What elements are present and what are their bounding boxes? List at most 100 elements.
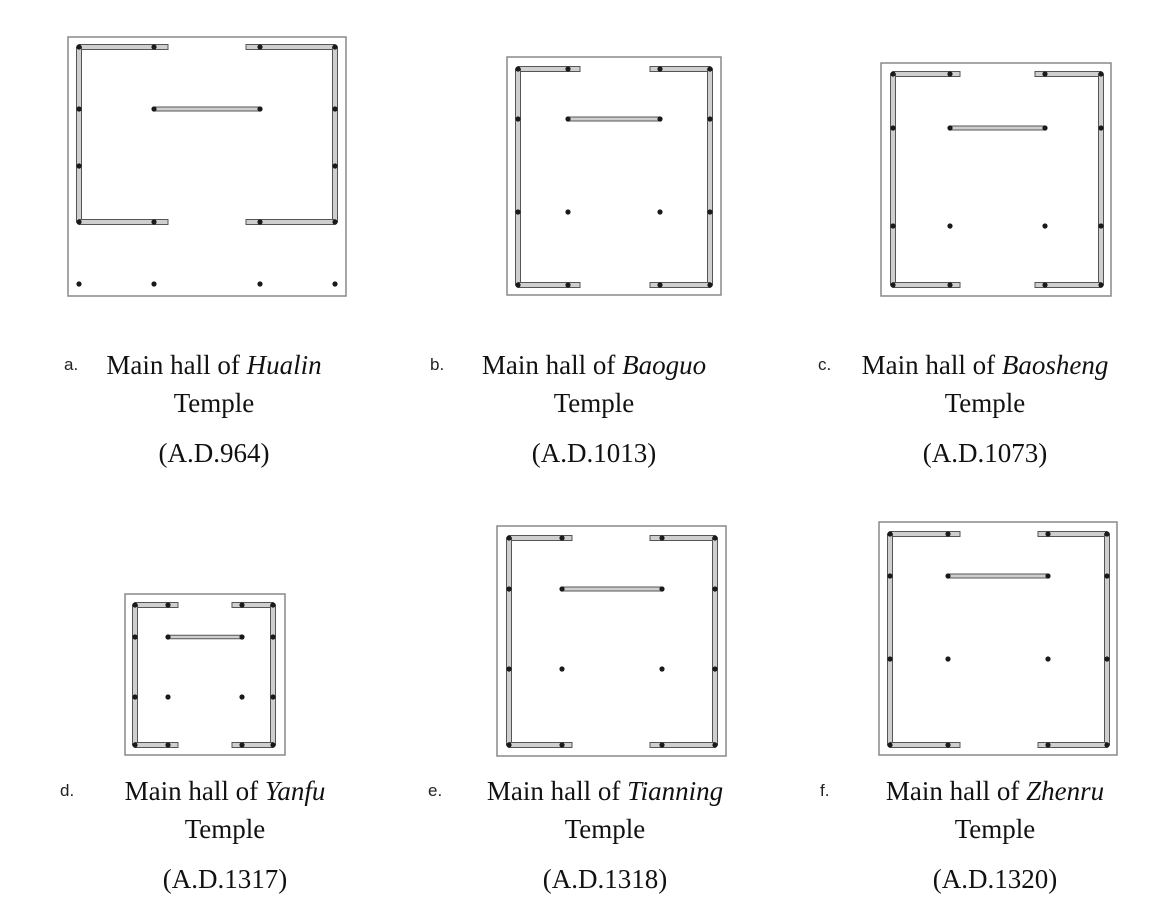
wall-d [134,742,179,748]
column-e [659,535,665,541]
column-f [1045,573,1051,579]
caption-prefix-d: Main hall of [124,776,265,806]
column-e [659,586,665,592]
column-d [165,742,171,748]
column-a [257,219,263,225]
plan-frame-b [506,56,722,296]
column-e [506,535,512,541]
temple-name-a: Hualin [246,350,322,380]
caption-suffix-b: Temple [553,388,635,418]
column-c [1042,125,1048,131]
column-a [257,281,263,287]
column-e [712,586,718,592]
temple-name-b: Baoguo [622,350,707,380]
wall-e [506,537,512,746]
column-a [332,44,338,50]
column-a [151,281,157,287]
caption-title-a: Main hall of Hualin [69,346,359,384]
column-d [132,742,138,748]
wall-d [270,604,276,746]
wall-f [1104,533,1110,746]
column-d [270,742,276,748]
column-c [947,125,953,131]
column-c [890,125,896,131]
column-f [945,573,951,579]
column-c [947,71,953,77]
plan-frame-e [496,525,727,757]
column-f [1045,656,1051,662]
wall-d [231,602,274,608]
column-c [890,223,896,229]
column-b [657,209,663,215]
caption-title-e: Main hall of Tianning [460,772,750,810]
column-f [1045,531,1051,537]
column-b [565,116,571,122]
column-d [165,602,171,608]
column-d [165,634,171,640]
column-c [1098,71,1104,77]
caption-prefix-f: Main hall of [885,776,1027,806]
wall-e [712,537,718,746]
wall-a [153,106,261,112]
temple-name-c: Baosheng [1001,350,1109,380]
plan-frame-a [67,36,347,297]
caption-prefix-b: Main hall of [481,350,623,380]
caption-title-d: Main hall of Yanfu [80,772,370,810]
caption-letter-c: c. [818,355,832,374]
column-f [1104,531,1110,537]
column-d [270,694,276,700]
column-a [332,163,338,169]
column-d [132,694,138,700]
column-f [887,573,893,579]
wall-c [949,125,1046,131]
wall-e [561,586,663,592]
caption-prefix-e: Main hall of [486,776,628,806]
caption-date-c: (A.D.1073) [922,438,1048,468]
caption-letter-a: a. [64,355,79,374]
wall-f [947,573,1049,579]
temple-name-d: Yanfu [264,776,326,806]
column-dots [76,44,1110,748]
column-d [165,694,171,700]
column-d [239,694,245,700]
caption-date-a: (A.D.964) [158,438,270,468]
wall-d [134,602,179,608]
column-e [659,742,665,748]
column-f [1045,742,1051,748]
caption-date-b: (A.D.1013) [531,438,657,468]
caption-b: b. Main hall of Baoguo Temple (A.D.1013) [430,346,740,472]
column-c [890,71,896,77]
caption-suffix-c: Temple [944,388,1026,418]
caption-letter-f: f. [820,781,830,800]
column-a [151,44,157,50]
temple-name-f: Zhenru [1026,776,1105,806]
wall-b [517,282,581,288]
column-f [887,531,893,537]
column-a [76,281,82,287]
column-a [332,281,338,287]
caption-f: f. Main hall of Zhenru Temple (A.D.1320) [820,772,1140,898]
column-b [657,282,663,288]
column-b [657,66,663,72]
column-b [707,66,713,72]
caption-letter-e: e. [428,781,443,800]
column-d [270,602,276,608]
column-a [332,219,338,225]
column-b [707,209,713,215]
column-a [332,106,338,112]
column-f [945,531,951,537]
plan-frame-f [878,521,1118,756]
column-d [132,602,138,608]
wall-d [132,604,138,746]
column-c [947,282,953,288]
column-a [151,106,157,112]
column-b [565,209,571,215]
caption-prefix-c: Main hall of [861,350,1002,380]
wall-d [231,742,274,748]
wall-a [76,46,82,223]
column-e [659,666,665,672]
column-c [1042,71,1048,77]
column-b [515,282,521,288]
caption-e: e. Main hall of Tianning Temple (A.D.131… [428,772,750,898]
